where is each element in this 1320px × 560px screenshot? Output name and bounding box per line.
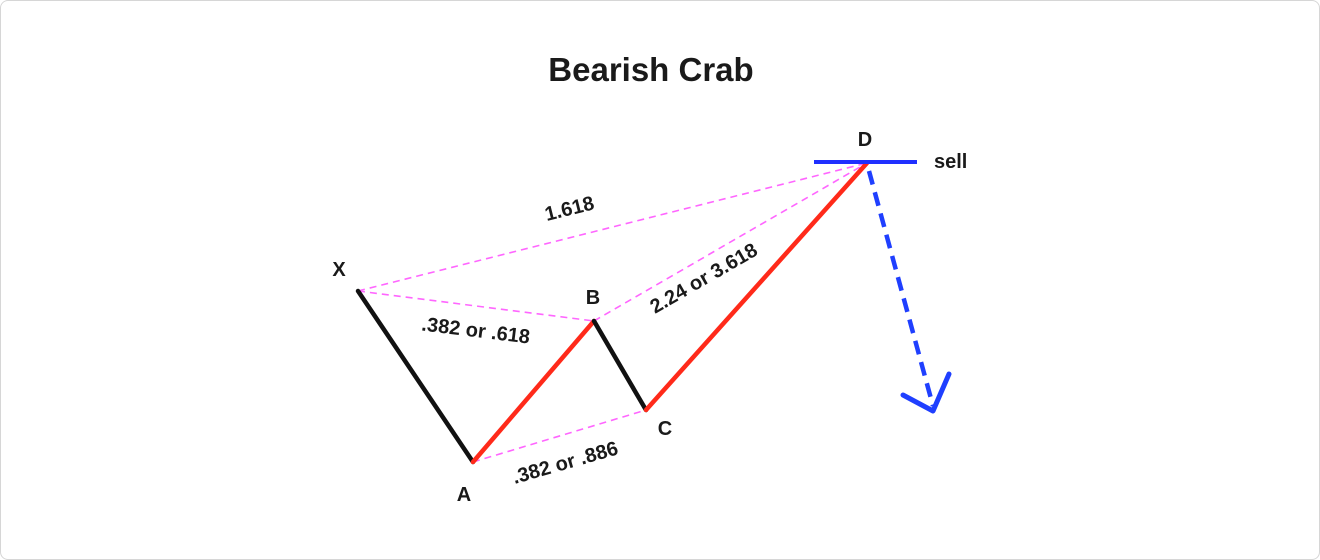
diagram-title: Bearish Crab: [548, 51, 754, 88]
point-label-a: A: [457, 484, 471, 506]
down-arrow-head-icon: [900, 371, 952, 414]
down-arrow-shaft: [866, 170, 936, 407]
ratio-label-ac: .382 or .886: [510, 438, 621, 489]
ratio-line-bd: [593, 162, 868, 322]
leg-xa: [355, 288, 476, 465]
ratio-label-bd: 2.24 or 3.618: [646, 239, 761, 318]
ratio-line-xb: [357, 290, 595, 322]
point-label-c: C: [658, 418, 672, 440]
leg-ab: [470, 318, 597, 465]
ratio-line-xd: [357, 162, 868, 292]
point-label-b: B: [586, 287, 600, 309]
point-label-d: D: [858, 129, 872, 151]
ratio-line-ac: [472, 409, 647, 463]
leg-cd: [643, 160, 870, 413]
point-label-x: X: [332, 259, 346, 281]
sell-label: sell: [934, 151, 967, 173]
ratio-label-xb: .382 or .618: [420, 313, 531, 348]
leg-bc: [591, 318, 649, 413]
ratio-label-xd: 1.618: [543, 192, 597, 225]
